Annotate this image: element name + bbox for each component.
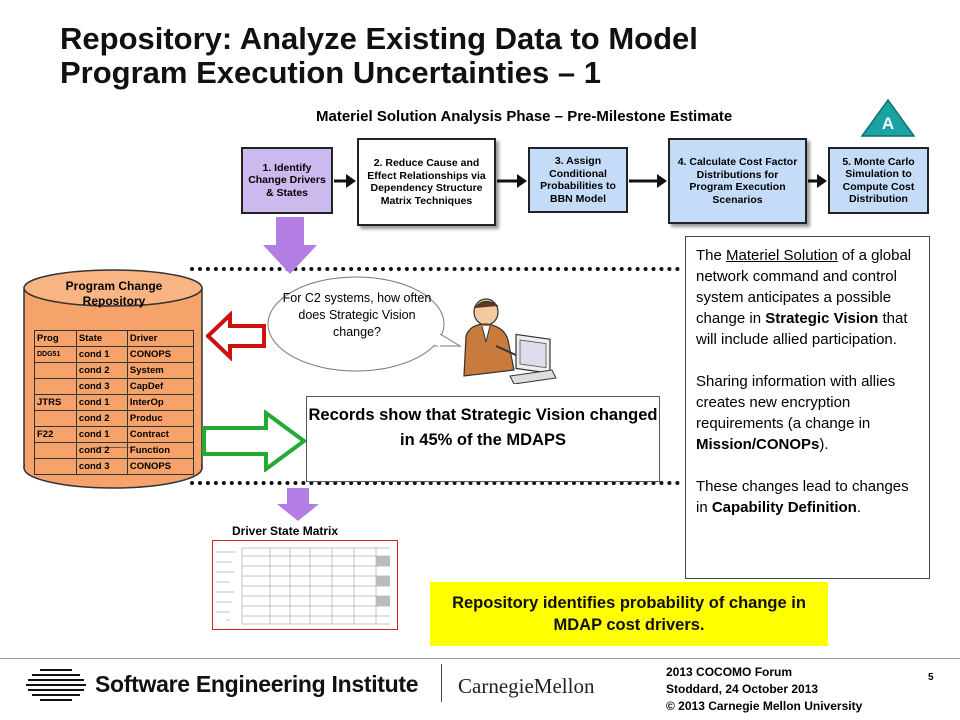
table-cell: cond 1 [75,426,128,443]
table-cell [34,362,77,379]
table-cell: cond 2 [75,442,128,459]
text-span: . [856,499,862,516]
footer-info: 2013 COCOMO Forum Stoddard, 24 October 2… [666,664,862,715]
table-row: JTRS cond 1 InterOp [34,394,195,411]
footer-presenter: Stoddard, 24 October 2013 [666,682,819,696]
text-span: ). [819,436,829,453]
header-driver: Driver [126,330,195,347]
table-cell: cond 2 [75,362,128,379]
step-5-monte-carlo: 5. Monte Carlo Simulation to Compute Cos… [828,147,929,214]
text-span: Sharing information with allies creates … [696,373,896,432]
table-cell: cond 3 [75,458,128,475]
table-cell: F22 [34,426,77,443]
records-finding-box: Records show that Strategic Vision chang… [306,396,660,482]
header-state: State [75,330,128,347]
table-cell: Function [126,442,195,459]
table-cell: cond 1 [75,346,128,363]
table-cell [34,442,77,459]
description-paragraph-3: These changes lead to changes in Capabil… [696,476,919,518]
capability-definition-term: Capability Definition [711,499,857,516]
repository-title: Program Change Repository [22,279,206,309]
down-arrow-to-repository [263,217,317,274]
answer-arrow-right [202,410,308,472]
table-cell: JTRS [34,394,77,411]
title-line-2: Program Execution Uncertainties – 1 [60,55,601,90]
page-number: 5 [928,672,934,683]
question-callout [267,276,462,372]
table-cell [34,410,77,427]
down-arrow-to-dsm [277,488,319,521]
sei-logo-icon [26,669,86,701]
phase-subtitle: Materiel Solution Analysis Phase – Pre-M… [316,108,733,125]
key-finding-highlight: Repository identifies probability of cha… [430,582,828,646]
logo-separator [441,664,442,702]
sei-wordmark: Software Engineering Institute [95,671,419,697]
table-cell: CapDef [126,378,195,395]
title-line-1: Repository: Analyze Existing Data to Mod… [60,21,698,56]
table-row: cond 2 Function [34,442,195,459]
milestone-a-badge: A [860,98,916,137]
table-cell: System [126,362,195,379]
repository-title-line-1: Program Change [65,279,163,293]
footer-copyright: © 2013 Carnegie Mellon University [666,699,863,713]
table-cell [34,378,77,395]
table-row: cond 2 Produc [34,410,195,427]
slide-title: Repository: Analyze Existing Data to Mod… [60,22,860,90]
person-at-computer-icon [463,298,557,384]
dsm-title: Driver State Matrix [232,524,339,538]
table-row: cond 3 CONOPS [34,458,195,475]
step-2-reduce-relationships: 2. Reduce Cause and Effect Relationships… [357,138,496,226]
table-cell: cond 2 [75,410,128,427]
text-span: These changes lead to changes in [696,478,909,516]
table-row: DDG51 cond 1 CONOPS [34,346,195,363]
table-row: cond 2 System [34,362,195,379]
text-span: that will include allied participation. [696,310,908,348]
table-header-row: Prog State Driver [34,330,195,347]
mission-conops-term: Mission/CONOPs [696,436,820,453]
table-cell: InterOp [126,394,195,411]
step-4-calculate-distributions: 4. Calculate Cost Factor Distributions f… [668,138,807,224]
table-cell [34,458,77,475]
header-prog: Prog [34,330,77,347]
step-3-assign-probabilities: 3. Assign Conditional Probabilities to B… [528,147,628,213]
description-paragraph-1: The Materiel Solution of a global networ… [696,245,919,350]
step-1-identify-drivers: 1. Identify Change Drivers & States [241,147,333,214]
badge-letter: A [882,114,894,133]
driver-state-matrix-thumbnail [212,540,398,630]
repository-table: Prog State Driver DDG51 cond 1 CONOPS co… [34,330,195,475]
dotted-line-top [190,267,680,271]
dotted-line-bottom [190,481,680,485]
table-cell: CONOPS [126,458,195,475]
cmu-wordmark: CarnegieMellon [458,674,595,698]
table-row: F22 cond 1 Contract [34,426,195,443]
table-cell: Produc [126,410,195,427]
question-callout-text: For C2 systems, how often does Strategic… [282,291,432,339]
description-paragraph-2: Sharing information with allies creates … [696,371,919,455]
table-row: cond 3 CapDef [34,378,195,395]
table-cell: cond 1 [75,394,128,411]
materiel-solution-term: Materiel Solution [726,247,838,264]
table-cell: CONOPS [126,346,195,363]
scenario-description: The Materiel Solution of a global networ… [685,236,930,579]
text-span: The [696,247,727,264]
table-cell: Contract [126,426,195,443]
query-arrow-left [206,311,266,361]
text-span: of a global network command and control … [696,247,912,327]
footer-forum: 2013 COCOMO Forum [666,665,793,679]
strategic-vision-term: Strategic Vision [765,310,879,327]
footer-divider [0,658,960,659]
repository-title-line-2: Repository [82,294,146,308]
table-cell: DDG51 [34,346,77,363]
table-cell: cond 3 [75,378,128,395]
